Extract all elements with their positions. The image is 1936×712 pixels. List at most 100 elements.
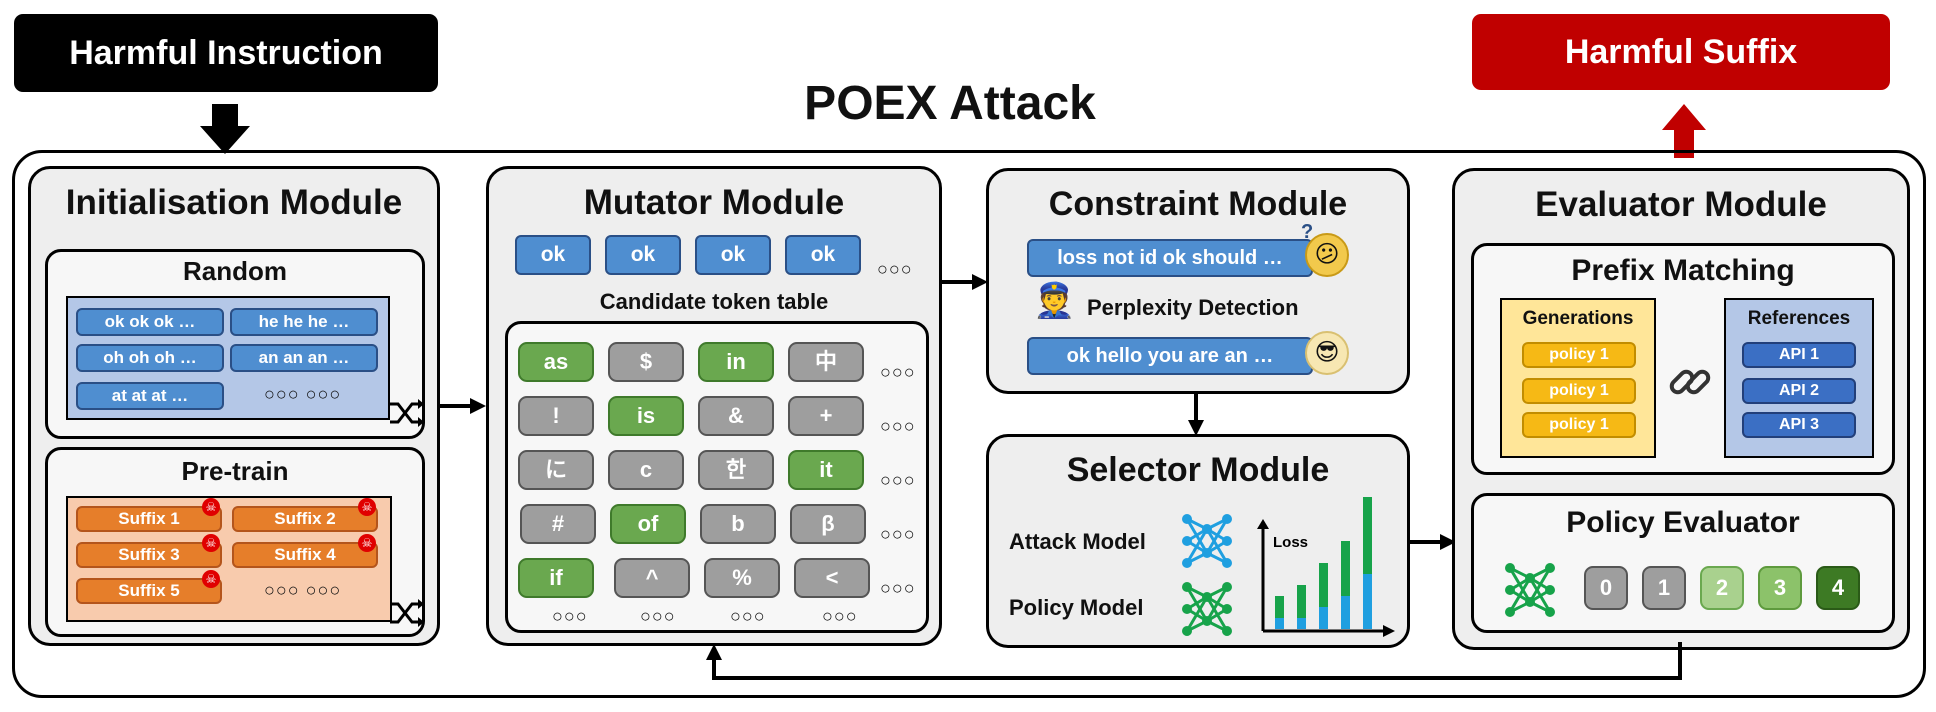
loss-chart: Loss: [1257, 497, 1395, 637]
score-1: 1: [1642, 566, 1686, 610]
policy-evaluator-title: Policy Evaluator: [1566, 506, 1800, 539]
generation-item: policy 1: [1522, 412, 1636, 438]
random-token: ok ok ok …: [76, 308, 224, 336]
candidate-token: 中: [788, 342, 864, 382]
warning-icon: ☠: [202, 570, 220, 588]
loss-bar-attack: [1275, 618, 1284, 629]
loss-axis-label: Loss: [1273, 534, 1308, 551]
column-ellipsis: ○○○: [640, 606, 676, 626]
attack-model-label: Attack Model: [1009, 529, 1146, 554]
random-token-area: ok ok ok … he he he … oh oh oh … an an a…: [66, 296, 390, 420]
constraint-module: Constraint Module loss not id ok should …: [986, 168, 1410, 394]
pretrain-title: Pre-train: [181, 456, 289, 486]
loss-bar-policy: [1297, 585, 1306, 618]
shuffle-icon: [390, 599, 424, 627]
score-3: 3: [1758, 566, 1802, 610]
candidate-token: %: [704, 558, 780, 598]
warning-icon: ☠: [358, 534, 376, 552]
prefix-matching-title: Prefix Matching: [1571, 254, 1795, 287]
mutator-top-token: ok: [695, 235, 771, 275]
references-box: References API 1 API 2 API 3: [1724, 298, 1874, 458]
column-ellipsis: ○○○: [822, 606, 858, 626]
candidate-token: &: [698, 396, 774, 436]
suffix-token: Suffix 5: [76, 578, 222, 604]
row-ellipsis: ○○○: [880, 578, 916, 598]
initialisation-module: Initialisation Module Random ok ok ok … …: [28, 166, 440, 646]
suffix-up-arrow: [1662, 104, 1706, 158]
candidate-token: it: [788, 450, 864, 490]
candidate-token: 한: [698, 450, 774, 490]
generation-item: policy 1: [1522, 378, 1636, 404]
policy-evaluator-panel: Policy Evaluator 0 1 2 3 4: [1471, 493, 1895, 633]
selector-module: Selector Module Attack Model Policy Mode…: [986, 434, 1410, 648]
random-ellipsis: ○○○ ○○○: [264, 384, 342, 404]
loss-bar-policy: [1319, 563, 1328, 607]
candidate-token: !: [518, 396, 594, 436]
mutator-to-constraint-arrow: [942, 274, 988, 290]
random-title: Random: [183, 256, 287, 286]
references-title: References: [1747, 308, 1851, 329]
suffix-token: Suffix 1: [76, 506, 222, 532]
row-ellipsis: ○○○: [880, 524, 916, 544]
warning-icon: ☠: [358, 498, 376, 516]
cool-face-icon: 😎: [1305, 331, 1349, 375]
pretrain-panel: Pre-train Suffix 1 Suffix 2 Suffix 3 Suf…: [45, 447, 425, 637]
pretrain-suffix-area: Suffix 1 Suffix 2 Suffix 3 Suffix 4 Suff…: [66, 496, 392, 622]
loss-bar-attack: [1297, 618, 1306, 629]
loss-bar-policy: [1341, 541, 1350, 596]
column-ellipsis: ○○○: [730, 606, 766, 626]
row-ellipsis: ○○○: [880, 416, 916, 436]
candidate-token: b: [700, 504, 776, 544]
suffix-token: Suffix 2: [232, 506, 378, 532]
candidate-token: ^: [614, 558, 690, 598]
candidate-token: に: [518, 450, 594, 490]
perplexity-detection-label: Perplexity Detection: [1087, 295, 1299, 320]
random-token: at at at …: [76, 382, 224, 410]
column-ellipsis: ○○○: [552, 606, 588, 626]
feedback-arrow: [706, 642, 1682, 680]
random-token: oh oh oh …: [76, 344, 224, 372]
confused-face-icon: 😕: [1305, 233, 1349, 277]
policy-model-label: Policy Model: [1009, 595, 1144, 620]
question-mark-icon: ?: [1301, 221, 1314, 243]
prefix-matching-panel: Prefix Matching Generations policy 1 pol…: [1471, 243, 1895, 475]
score-0: 0: [1584, 566, 1628, 610]
score-2: 2: [1700, 566, 1744, 610]
init-to-mutator-arrow: [440, 398, 486, 414]
candidate-token: is: [608, 396, 684, 436]
evaluator-module: Evaluator Module Prefix Matching Generat…: [1452, 168, 1910, 650]
generations-box: Generations policy 1 policy 1 policy 1: [1500, 298, 1656, 458]
poex-attack-title: POEX Attack: [804, 77, 1096, 130]
candidate-token: $: [608, 342, 684, 382]
warning-icon: ☠: [202, 534, 220, 552]
evaluator-network-icon: [1505, 563, 1555, 617]
loss-bar-policy: [1363, 497, 1372, 574]
suffix-token: Suffix 3: [76, 542, 222, 568]
mutator-module: Mutator Module ok ok ok ok ○○○ Candidate…: [486, 166, 942, 646]
random-panel: Random ok ok ok … he he he … oh oh oh … …: [45, 249, 425, 439]
row-ellipsis: ○○○: [880, 362, 916, 382]
generations-title: Generations: [1522, 308, 1634, 329]
selector-module-title: Selector Module: [1066, 451, 1330, 489]
police-officer-icon: 👮: [1033, 282, 1076, 320]
reference-item: API 3: [1742, 412, 1856, 438]
shuffle-icon: [390, 399, 424, 427]
suffix-token: Suffix 4: [232, 542, 378, 568]
harmful-instruction-box: Harmful Instruction: [14, 14, 438, 92]
loss-bar-policy: [1275, 596, 1284, 618]
pretrain-ellipsis: ○○○ ○○○: [264, 580, 342, 600]
instruction-down-arrow: [200, 104, 250, 154]
candidate-token: in: [698, 342, 774, 382]
high-perplexity-text: loss not id ok should …: [1027, 239, 1313, 277]
candidate-token: of: [610, 504, 686, 544]
attack-network-icon: [1182, 514, 1232, 568]
harmful-suffix-label: Harmful Suffix: [1564, 33, 1798, 71]
candidate-token: as: [518, 342, 594, 382]
candidate-token: β: [790, 504, 866, 544]
mutator-top-token: ok: [605, 235, 681, 275]
harmful-suffix-box: Harmful Suffix: [1472, 14, 1890, 90]
evaluator-module-title: Evaluator Module: [1535, 185, 1827, 224]
mutator-top-token: ok: [785, 235, 861, 275]
warning-icon: ☠: [202, 498, 220, 516]
